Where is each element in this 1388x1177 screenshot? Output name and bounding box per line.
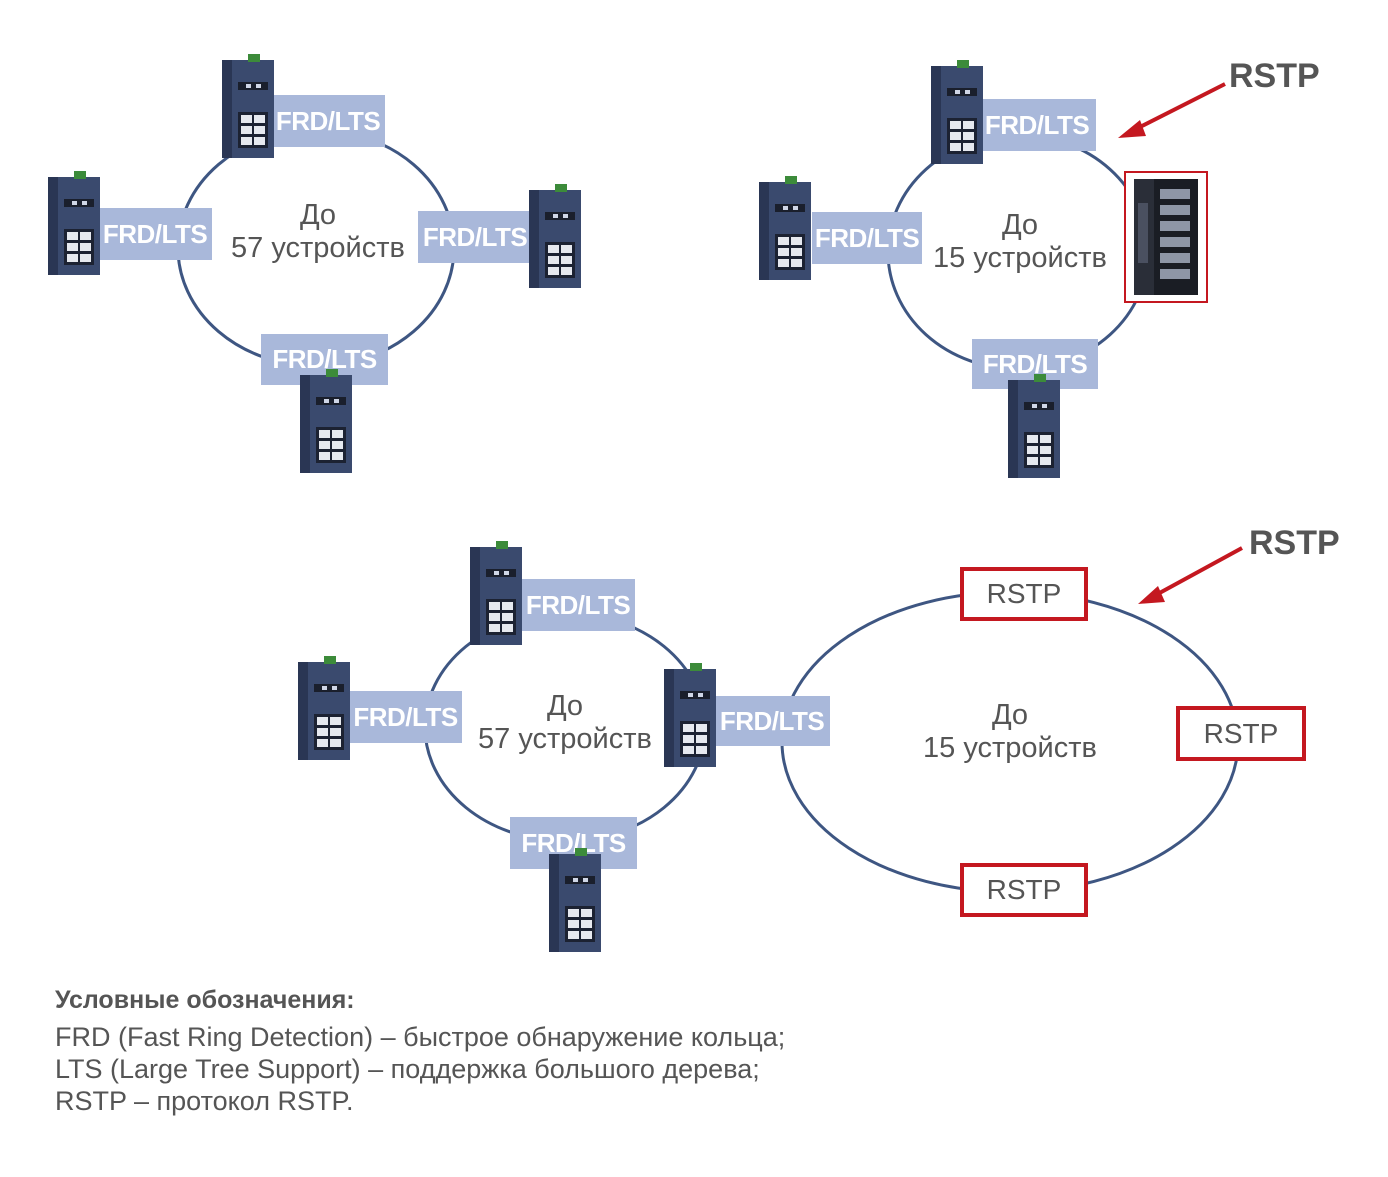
frd-lts-label: FRD/LTS	[98, 208, 212, 260]
up-to-text: До	[1001, 209, 1039, 241]
rstp-rack-switch-icon	[1124, 171, 1208, 303]
legend-line: LTS (Large Tree Support) – поддержка бол…	[55, 1054, 760, 1084]
din-rail-switch-icon	[48, 171, 100, 275]
frd-lts-label: FRD/LTS	[812, 212, 922, 264]
up-to-text: До	[546, 690, 584, 722]
legend-line: RSTP – протокол RSTP.	[55, 1086, 354, 1116]
frd-lts-label: FRD/LTS	[714, 696, 830, 746]
din-rail-switch-icon	[222, 54, 274, 158]
frd-lts-label: FRD/LTS	[972, 339, 1098, 389]
din-rail-switch-icon	[549, 848, 601, 952]
up-to-text: До	[299, 199, 337, 231]
din-rail-switch-icon	[529, 184, 581, 288]
legend-title: Условные обозначения:	[55, 986, 355, 1014]
legend-line: FRD (Fast Ring Detection) – быстрое обна…	[55, 1022, 786, 1052]
device-count-text: 15 устройств	[923, 732, 1097, 764]
frd-lts-label: FRD/LTS	[521, 579, 635, 631]
din-rail-switch-icon	[664, 663, 716, 767]
red-arrow-icon	[1118, 82, 1226, 138]
din-rail-switch-icon	[931, 60, 983, 164]
device-count-text: 57 устройств	[478, 723, 652, 755]
rstp-node-box: RSTP	[1176, 706, 1306, 761]
rstp-node-box: RSTP	[960, 863, 1088, 917]
din-rail-switch-icon	[470, 541, 522, 645]
ring-capacity-text: До 57 устройств	[465, 690, 665, 756]
frd-lts-label: FRD/LTS	[978, 99, 1096, 151]
din-rail-switch-icon	[298, 656, 350, 760]
up-to-text: До	[991, 699, 1029, 731]
din-rail-switch-icon	[759, 176, 811, 280]
frd-lts-label: FRD/LTS	[271, 95, 385, 147]
frd-lts-label: FRD/LTS	[349, 691, 462, 743]
rstp-node-box: RSTP	[960, 567, 1088, 621]
legend: Условные обозначения: FRD (Fast Ring Det…	[55, 986, 785, 1117]
din-rail-switch-icon	[300, 369, 352, 473]
din-rail-switch-icon	[1008, 374, 1060, 478]
ring-capacity-text: До 57 устройств	[218, 199, 418, 265]
frd-lts-label: FRD/LTS	[418, 211, 532, 263]
ring-capacity-text: До 15 устройств	[920, 209, 1120, 275]
red-arrow-icon	[1138, 546, 1243, 604]
device-count-text: 57 устройств	[231, 232, 405, 264]
rstp-callout-label: RSTP	[1229, 57, 1320, 95]
rstp-callout-label: RSTP	[1249, 524, 1340, 562]
device-count-text: 15 устройств	[933, 242, 1107, 274]
ring-capacity-text: До 15 устройств	[910, 699, 1110, 765]
